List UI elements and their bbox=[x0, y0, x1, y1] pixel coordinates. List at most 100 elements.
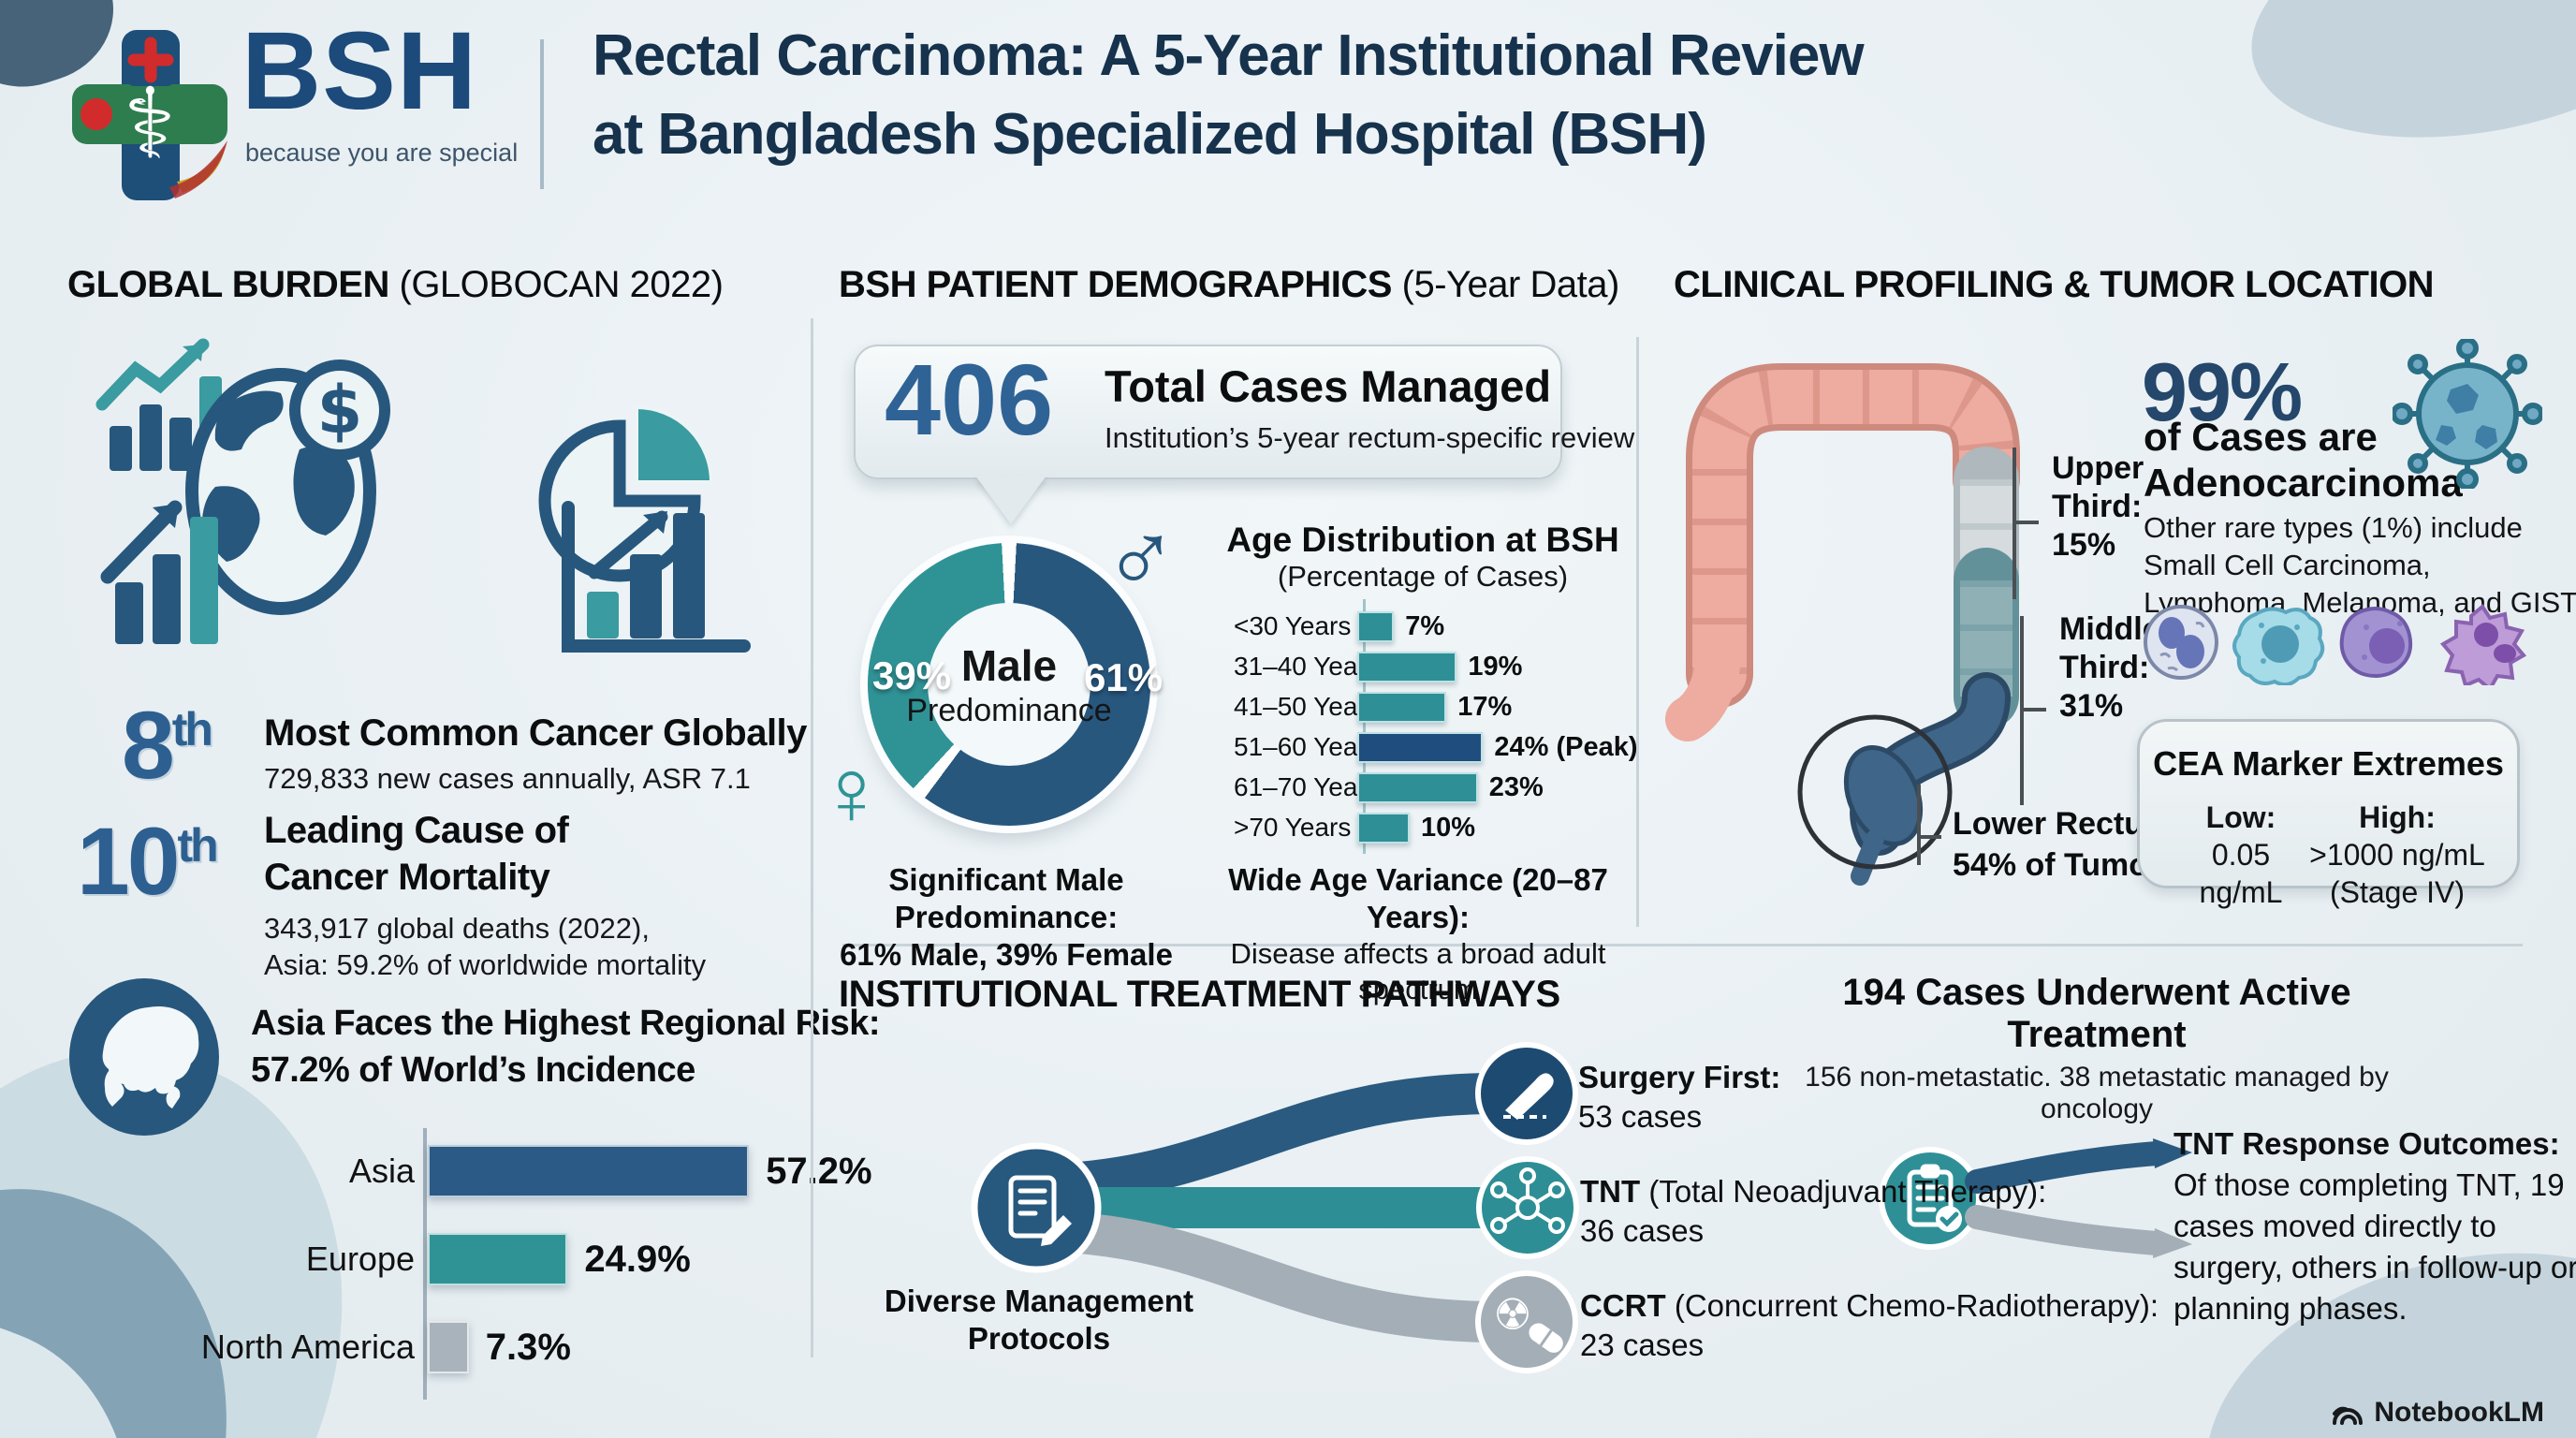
age-bar bbox=[1357, 771, 1478, 803]
dollar-coin-icon: $ bbox=[289, 360, 390, 461]
cea-marker-box: CEA Marker Extremes Low: 0.05 ng/mL High… bbox=[2137, 719, 2520, 909]
adenocarcinoma-pct: 99% bbox=[2142, 345, 2303, 438]
page-title-line2: at Bangladesh Specialized Hospital (BSH) bbox=[593, 102, 1707, 167]
region-label: Asia bbox=[348, 1152, 415, 1190]
total-cases-sub: Institution’s 5-year rectum-specific rev… bbox=[1105, 421, 1635, 454]
rare-cell-icons bbox=[2144, 604, 2527, 685]
region-bar-asia bbox=[428, 1145, 750, 1197]
melanoma-cell-icon bbox=[2339, 607, 2413, 679]
upper-third-tick bbox=[2012, 521, 2039, 524]
age-value: 19% bbox=[1468, 651, 1523, 682]
age-bar-row: <30 Years 7% bbox=[1234, 607, 1444, 646]
active-treatment-block: 194 Cases Underwent Active Treatment 156… bbox=[1760, 972, 2434, 1125]
header-divider bbox=[540, 39, 544, 189]
gender-caption: Significant Male Predominance: 61% Male,… bbox=[840, 862, 1173, 972]
female-pct-label: 39% bbox=[872, 653, 952, 697]
age-label: <30 Years bbox=[1234, 611, 1352, 640]
molecule-icon bbox=[1490, 1167, 1565, 1234]
age-bar-row: 31–40 Years 19% bbox=[1234, 647, 1522, 686]
cea-title: CEA Marker Extremes bbox=[2153, 744, 2504, 783]
cea-low: Low: 0.05 ng/mL bbox=[2199, 800, 2283, 909]
age-bar bbox=[1357, 651, 1457, 682]
notebooklm-logo-icon bbox=[2333, 1406, 2364, 1425]
active-treatment-title: 194 Cases Underwent Active Treatment bbox=[1842, 972, 2351, 1055]
rank-8-number: 8th bbox=[122, 692, 213, 799]
scalpel-icon bbox=[1503, 1073, 1554, 1120]
region-bar-row-europe: Europe 24.9% bbox=[67, 1232, 691, 1286]
age-bar-row: 41–50 Years 17% bbox=[1234, 687, 1512, 726]
region-value: 24.9% bbox=[584, 1238, 691, 1280]
section-divider-horizontal bbox=[842, 944, 2523, 946]
clipboard-check-icon bbox=[1907, 1164, 1962, 1232]
bsh-logo: ⚕ BSH because you are special bbox=[70, 9, 520, 208]
female-symbol-icon: ♀ bbox=[816, 740, 886, 844]
bsh-logo-icon: ⚕ bbox=[72, 30, 227, 200]
region-label: North America bbox=[200, 1328, 415, 1366]
age-label: 41–50 Years bbox=[1234, 692, 1380, 721]
logo-tagline: because you are special bbox=[245, 139, 519, 167]
age-caption: Wide Age Variance (20–87 Years): Disease… bbox=[1228, 862, 1608, 1005]
age-label: >70 Years bbox=[1234, 813, 1352, 842]
age-bar bbox=[1357, 812, 1410, 844]
page-title: Rectal Carcinoma: A 5-Year Institutional… bbox=[593, 17, 1865, 174]
protocols-circle bbox=[971, 1142, 1102, 1273]
active-treatment-sub: 156 non-metastatic. 38 metastatic manage… bbox=[1805, 1062, 2389, 1124]
tnt-pathway-label: TNT (Total Neoadjuvant Therapy): 36 case… bbox=[1580, 1174, 2047, 1248]
colon-diagram bbox=[1665, 363, 2020, 886]
lower-rectum-tick bbox=[1917, 835, 1941, 839]
pie-chart-icon bbox=[538, 404, 714, 582]
rank-8-title: Most Common Cancer Globally bbox=[264, 712, 807, 754]
middle-third-tick bbox=[2020, 708, 2046, 712]
region-bar-north-america bbox=[428, 1321, 469, 1373]
age-chart-axis bbox=[1363, 599, 1366, 854]
protocols-label: Diverse Management Protocols bbox=[884, 1284, 1194, 1356]
axis-bar-chart-icon bbox=[562, 501, 751, 653]
page-title-line1: Rectal Carcinoma: A 5-Year Institutional… bbox=[593, 23, 1865, 88]
corner-decoration-top-right bbox=[2230, 0, 2576, 174]
age-label: 51–60 Years bbox=[1234, 732, 1380, 761]
lower-rectum-bracket bbox=[1917, 785, 1921, 865]
radiation-pill-icon: ☢ bbox=[1493, 1289, 1563, 1353]
cea-high: High: >1000 ng/mL (Stage IV) bbox=[2309, 800, 2485, 909]
gender-donut-center: Male Predominance bbox=[906, 603, 1112, 766]
age-label: 31–40 Years bbox=[1234, 652, 1380, 681]
total-cases-number: 406 bbox=[885, 343, 1054, 456]
asia-risk-headline: Asia Faces the Highest Regional Risk: 57… bbox=[251, 1004, 881, 1090]
region-value: 7.3% bbox=[485, 1326, 571, 1368]
region-bar-europe bbox=[428, 1233, 568, 1285]
surgery-pathway-label: Surgery First: 53 cases bbox=[1578, 1060, 1781, 1134]
rank-10-title: Leading Cause of Cancer Mortality bbox=[264, 810, 569, 898]
small-cell-carcinoma-icon bbox=[2144, 605, 2218, 680]
gender-donut: Male Predominance bbox=[868, 543, 1150, 826]
logo-text: BSH bbox=[242, 9, 478, 133]
age-bar-peak bbox=[1357, 731, 1484, 763]
male-pct-label: 61% bbox=[1084, 655, 1164, 699]
column-divider-2 bbox=[1636, 337, 1639, 927]
middle-third-label: Middle Third: 31% bbox=[2059, 611, 2160, 724]
column-divider-1 bbox=[811, 318, 813, 1357]
tumor-cell-icon bbox=[2393, 339, 2542, 489]
region-bar-row-north-america: North America 7.3% bbox=[67, 1320, 571, 1374]
region-label: Europe bbox=[305, 1240, 415, 1278]
age-value: 7% bbox=[1405, 610, 1445, 641]
document-pencil-icon bbox=[1008, 1175, 1072, 1246]
svg-text:☢: ☢ bbox=[1493, 1289, 1531, 1340]
region-bar-row-asia: Asia 57.2% bbox=[67, 1144, 872, 1198]
region-chart-axis bbox=[423, 1128, 427, 1400]
clinical-heading: CLINICAL PROFILING & TUMOR LOCATION bbox=[1674, 264, 2435, 305]
notebooklm-watermark: NotebookLM bbox=[2331, 1397, 2544, 1429]
lower-rectum-highlight-circle bbox=[1797, 714, 1953, 870]
global-burden-icon-cluster: $ bbox=[95, 338, 751, 653]
age-value: 17% bbox=[1457, 691, 1513, 722]
age-value: 24% (Peak) bbox=[1494, 731, 1638, 762]
total-cases-label: Total Cases Managed bbox=[1105, 361, 1552, 411]
rank-10-subtitle: 343,917 global deaths (2022), Asia: 59.2… bbox=[264, 912, 707, 981]
rank-10-number: 10th bbox=[77, 808, 219, 915]
age-bar bbox=[1357, 610, 1395, 642]
svg-text:$: $ bbox=[317, 372, 363, 448]
age-bar-row: 61–70 Years 23% bbox=[1234, 768, 1544, 807]
svg-text:⚕: ⚕ bbox=[124, 66, 176, 181]
bubble-pointer bbox=[975, 476, 1046, 524]
watermark-text: NotebookLM bbox=[2374, 1397, 2544, 1428]
